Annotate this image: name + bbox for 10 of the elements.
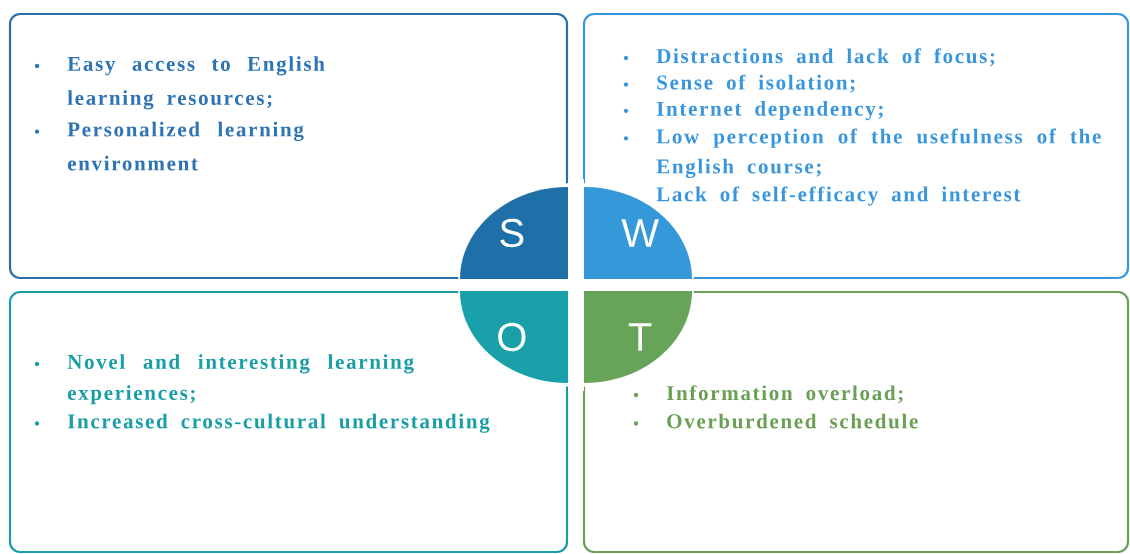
list-item: Sense of isolation; xyxy=(657,74,855,93)
list-item: Distractions and lack of focus; xyxy=(656,48,995,67)
list-item: Easy access to English learning resources; xyxy=(67,56,325,110)
list-item: Low perception of the usefulness of the English course; xyxy=(656,128,1101,178)
list-item: Novel and interesting learning experiences; xyxy=(67,354,414,405)
list-item: Internet dependency; xyxy=(656,101,883,121)
list-item: Overburdened schedule xyxy=(667,413,918,429)
list-item: Information overload; xyxy=(666,385,903,404)
list-item: Increased cross-cultural understanding xyxy=(67,413,490,433)
list-item: Personalized learning environment xyxy=(67,121,304,171)
